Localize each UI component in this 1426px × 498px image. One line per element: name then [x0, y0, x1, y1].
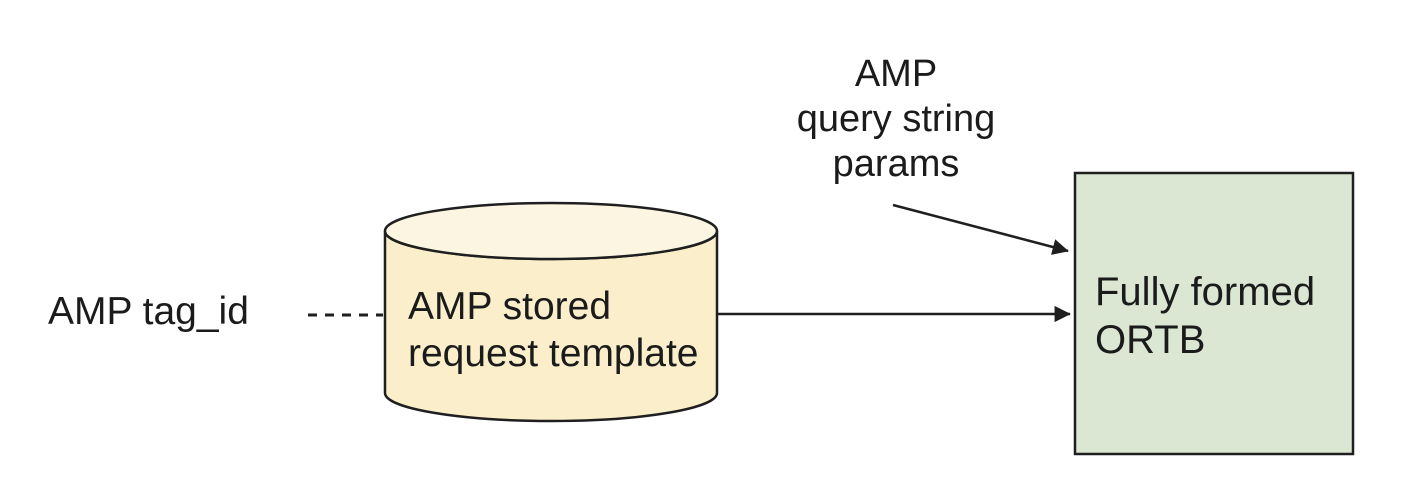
ortb-box-shape — [1073, 171, 1355, 456]
connector-params-to-box — [892, 203, 1069, 255]
ortb-box-label: Fully formed ORTB — [1095, 270, 1316, 362]
stored-request-cylinder-shape — [383, 201, 719, 423]
query-params-label: AMP query string params — [796, 53, 996, 185]
stored-request-cylinder-label: AMP stored request template — [408, 285, 699, 375]
tag-id-label: AMP tag_id — [48, 290, 249, 333]
cylinder-top — [383, 201, 719, 261]
